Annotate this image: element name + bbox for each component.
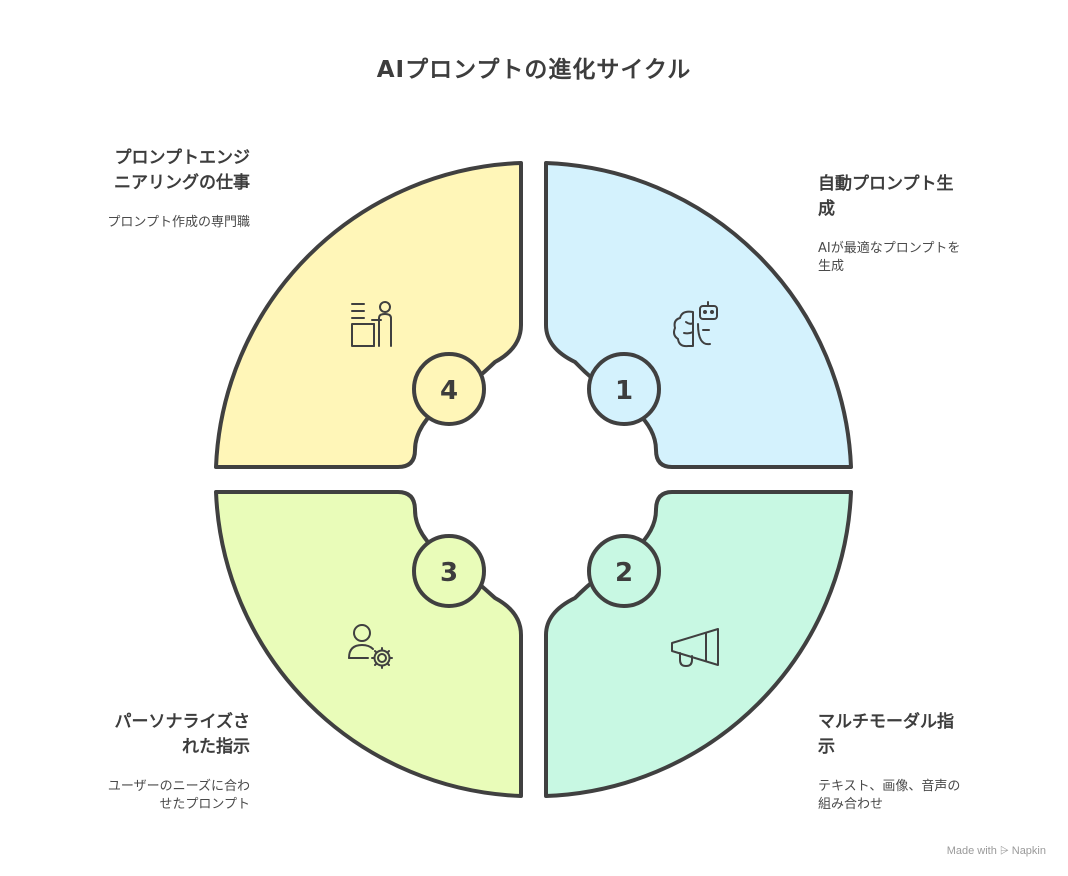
- brain-robot-icon: [673, 301, 718, 348]
- segment-title-1: 自動プロンプト生成: [818, 174, 954, 219]
- segment-description-1: AIが最適なプロンプトを生成: [818, 241, 961, 274]
- segment-label-2: マルチモーダル指示 テキスト、画像、音声の組み合わせ: [818, 710, 968, 814]
- step-circle-1[interactable]: 1: [587, 352, 661, 426]
- segment-label-4: プロンプトエンジニアリングの仕事 プロンプト作成の専門職: [100, 146, 250, 232]
- quadrant-3[interactable]: [214, 490, 523, 798]
- segment-title-4: プロンプトエンジニアリングの仕事: [114, 148, 250, 193]
- segment-description-4: プロンプト作成の専門職: [107, 215, 250, 230]
- segment-description-2: テキスト、画像、音声の組み合わせ: [818, 779, 961, 812]
- megaphone-icon: [671, 628, 719, 667]
- segment-label-1: 自動プロンプト生成 AIが最適なプロンプトを生成: [818, 172, 968, 276]
- segment-title-2: マルチモーダル指示: [818, 712, 954, 757]
- step-circle-2[interactable]: 2: [587, 534, 661, 608]
- quadrant-1[interactable]: [544, 161, 853, 469]
- step-number-1: 1: [615, 376, 633, 406]
- step-number-3: 3: [440, 558, 458, 588]
- step-number-4: 4: [440, 376, 458, 406]
- quadrant-4[interactable]: [214, 161, 523, 469]
- segment-title-3: パーソナライズされた指示: [114, 712, 251, 757]
- quadrant-2[interactable]: [544, 490, 853, 798]
- user-gear-icon: [348, 624, 393, 669]
- segment-description-3: ユーザーのニーズに合わせたプロンプト: [107, 779, 250, 812]
- step-circle-3[interactable]: 3: [412, 534, 486, 608]
- step-circle-4[interactable]: 4: [412, 352, 486, 426]
- step-number-2: 2: [615, 558, 633, 588]
- worker-desk-icon: [351, 301, 392, 347]
- segment-label-3: パーソナライズされた指示 ユーザーのニーズに合わせたプロンプト: [100, 710, 250, 814]
- diagram-title: AIプロンプトの進化サイクル: [376, 57, 692, 83]
- footer-credit[interactable]: Made with ⩥ Napkin: [946, 845, 1046, 857]
